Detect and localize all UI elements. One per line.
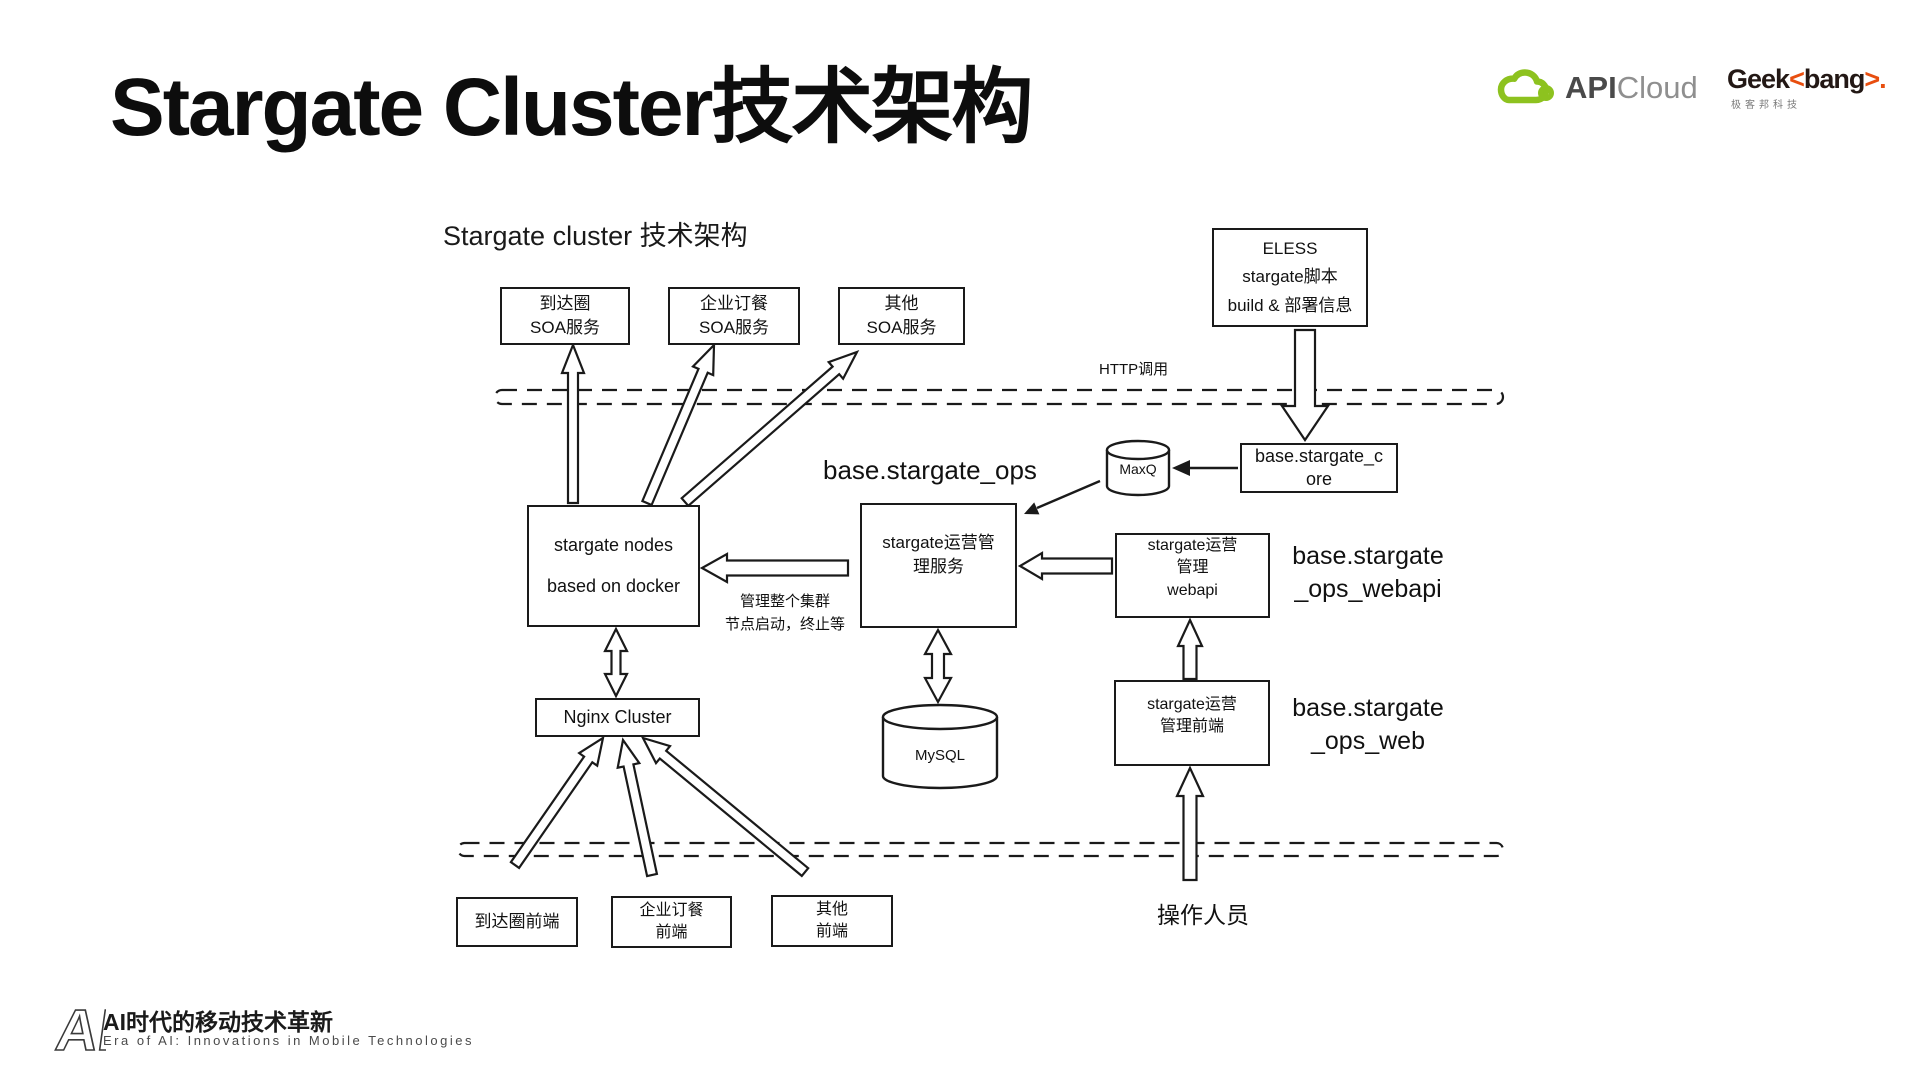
box-eless-line2: stargate脚本 <box>1242 267 1338 287</box>
manage-cluster-note-line2: 节点启动，终止等 <box>724 616 845 634</box>
box-soa-dingcan: 企业订餐 SOA服务 <box>668 287 800 345</box>
box-front-dingcan-line1: 企业订餐 <box>639 901 704 919</box>
box-soa-daodaquan-line2: SOA服务 <box>530 318 600 337</box>
box-front-daodaquan-label: 到达圈前端 <box>474 912 560 932</box>
arrow-front-dingcan-to-nginx <box>616 737 659 878</box>
maxq-cylinder-body <box>1105 450 1171 497</box>
box-ops-service: stargate运营管 理服务 <box>860 503 1017 628</box>
arrow-opsfront-to-webapi <box>1176 617 1204 681</box>
box-front-daodaquan: 到达圈前端 <box>456 897 578 947</box>
box-stargate-nodes-line1: stargate nodes <box>553 534 674 555</box>
arrow-webapi-to-opsservice <box>1017 551 1114 581</box>
arrow-maxq-to-opsservice-line <box>1036 479 1101 510</box>
box-soa-daodaquan-line1: 到达圈 <box>539 294 591 314</box>
apicloud-cloud-icon <box>1497 69 1554 104</box>
box-stargate-nodes: stargate nodes based on docker <box>527 505 700 627</box>
box-stargate-nodes-line2: based on docker <box>546 576 681 596</box>
geekbang-dot: . <box>1879 64 1886 94</box>
dashed-boundary-bottom <box>456 841 1505 858</box>
arrow-maxq-to-opsservice-head <box>1024 502 1040 515</box>
arrow-front-daodaquan-to-nginx <box>509 735 605 870</box>
arrow-nodes-nginx-bidirectional <box>603 626 629 699</box>
geekbang-right-angle-icon: > <box>1864 64 1880 94</box>
dashed-boundary-top <box>493 388 1505 406</box>
box-eless: ELESS stargate脚本 build & 部署信息 <box>1212 228 1368 327</box>
arrow-nodes-to-soa-other <box>680 350 860 508</box>
svg-text:AI: AI <box>52 998 106 1063</box>
box-soa-daodaquan: 到达圈 SOA服务 <box>500 287 630 345</box>
arrow-nodes-to-soa-dingcan <box>640 342 716 507</box>
ops-web-repo-line2: _ops_web <box>1311 726 1425 755</box>
box-soa-other-line2: SOA服务 <box>866 318 937 337</box>
box-soa-dingcan-line2: SOA服务 <box>699 318 769 337</box>
ops-web-repo-label: base.stargate _ops_web <box>1288 692 1448 757</box>
manage-cluster-note: 管理整个集群 节点启动，终止等 <box>710 590 860 637</box>
arrow-eless-to-core <box>1279 328 1331 442</box>
box-ops-webapi-line1: stargate运营 <box>1147 536 1238 554</box>
footer-subtitle: Era of AI: Innovations in Mobile Technol… <box>103 1033 474 1048</box>
page-title: Stargate Cluster技术架构 <box>110 62 1033 153</box>
geekbang-subtitle: 极客邦科技 <box>1731 100 1801 111</box>
box-soa-other-line1: 其他 <box>884 294 919 314</box>
box-ops-front-line1: stargate运营 <box>1147 695 1237 713</box>
box-nginx-cluster: Nginx Cluster <box>535 698 700 737</box>
mysql-cylinder-top <box>881 703 999 731</box>
operator-label: 操作人员 <box>1157 902 1249 928</box>
box-ops-service-line1: stargate运营管 <box>882 532 995 552</box>
box-ops-front: stargate运营 管理前端 <box>1114 680 1270 766</box>
footer-title: AI时代的移动技术革新 <box>103 1009 333 1035</box>
apicloud-logo: APICloud <box>1494 66 1698 110</box>
box-ops-webapi-line3: webapi <box>1167 581 1218 599</box>
arrow-core-to-maxq-head <box>1172 460 1190 476</box>
mysql-cylinder-body <box>881 717 999 790</box>
apicloud-cloud-text: Cloud <box>1616 70 1698 105</box>
mysql-label: MySQL <box>914 747 965 764</box>
ops-web-repo-line1: base.stargate <box>1292 694 1444 722</box>
geekbang-wordmark: Geek<bang>. <box>1727 64 1887 95</box>
ops-webapi-repo-label: base.stargate _ops_webapi <box>1288 540 1448 605</box>
box-ops-webapi-line2: 管理 <box>1176 559 1209 577</box>
arrow-operator-to-opsfront <box>1175 765 1205 882</box>
box-ops-service-line2: 理服务 <box>913 556 964 576</box>
geekbang-left-angle-icon: < <box>1789 64 1805 94</box>
arrow-front-other-to-nginx <box>640 736 810 878</box>
http-call-label: HTTP调用 <box>1099 361 1169 378</box>
box-eless-line3: build & 部署信息 <box>1227 295 1353 315</box>
geekbang-geek-text: Geek <box>1727 64 1790 94</box>
box-stargate-core-line2: ore <box>1305 469 1332 489</box>
maxq-label: MaxQ <box>1119 461 1157 477</box>
maxq-cylinder-top <box>1105 439 1171 461</box>
geekbang-bang-text: bang <box>1803 64 1865 94</box>
geekbang-logo: Geek<bang>. 极客邦科技 <box>1727 64 1887 111</box>
box-front-other-line1: 其他 <box>815 900 848 918</box>
box-soa-other: 其他 SOA服务 <box>838 287 965 345</box>
arrow-opsservice-mysql-bidirectional <box>923 627 953 705</box>
stargate-ops-label: base.stargate_ops <box>823 455 1037 485</box>
ai-footer-logo: AI <box>52 997 106 1063</box>
apicloud-api-text: API <box>1565 70 1617 105</box>
box-front-dingcan-line2: 前端 <box>655 924 688 941</box>
box-stargate-core: base.stargate_c ore <box>1240 443 1398 493</box>
arrow-opsservice-to-nodes <box>699 552 850 584</box>
box-stargate-core-line1: base.stargate_c <box>1254 445 1384 466</box>
box-front-other: 其他 前端 <box>771 895 893 947</box>
box-front-dingcan: 企业订餐 前端 <box>611 896 732 948</box>
diagram-subtitle: Stargate cluster 技术架构 <box>443 221 748 251</box>
box-front-other-line2: 前端 <box>815 923 848 940</box>
manage-cluster-note-line1: 管理整个集群 <box>739 593 830 610</box>
box-eless-line1: ELESS <box>1262 239 1318 259</box>
box-soa-dingcan-line1: 企业订餐 <box>700 294 768 314</box>
box-ops-front-line2: 管理前端 <box>1159 718 1224 735</box>
arrow-nodes-to-soa-daodaquan <box>560 341 586 505</box>
box-ops-webapi: stargate运营 管理 webapi <box>1115 533 1270 618</box>
apicloud-wordmark: APICloud <box>1565 70 1698 106</box>
box-nginx-cluster-label: Nginx Cluster <box>563 706 672 727</box>
ops-webapi-repo-line1: base.stargate <box>1292 542 1444 570</box>
ops-webapi-repo-line2: _ops_webapi <box>1294 574 1442 603</box>
